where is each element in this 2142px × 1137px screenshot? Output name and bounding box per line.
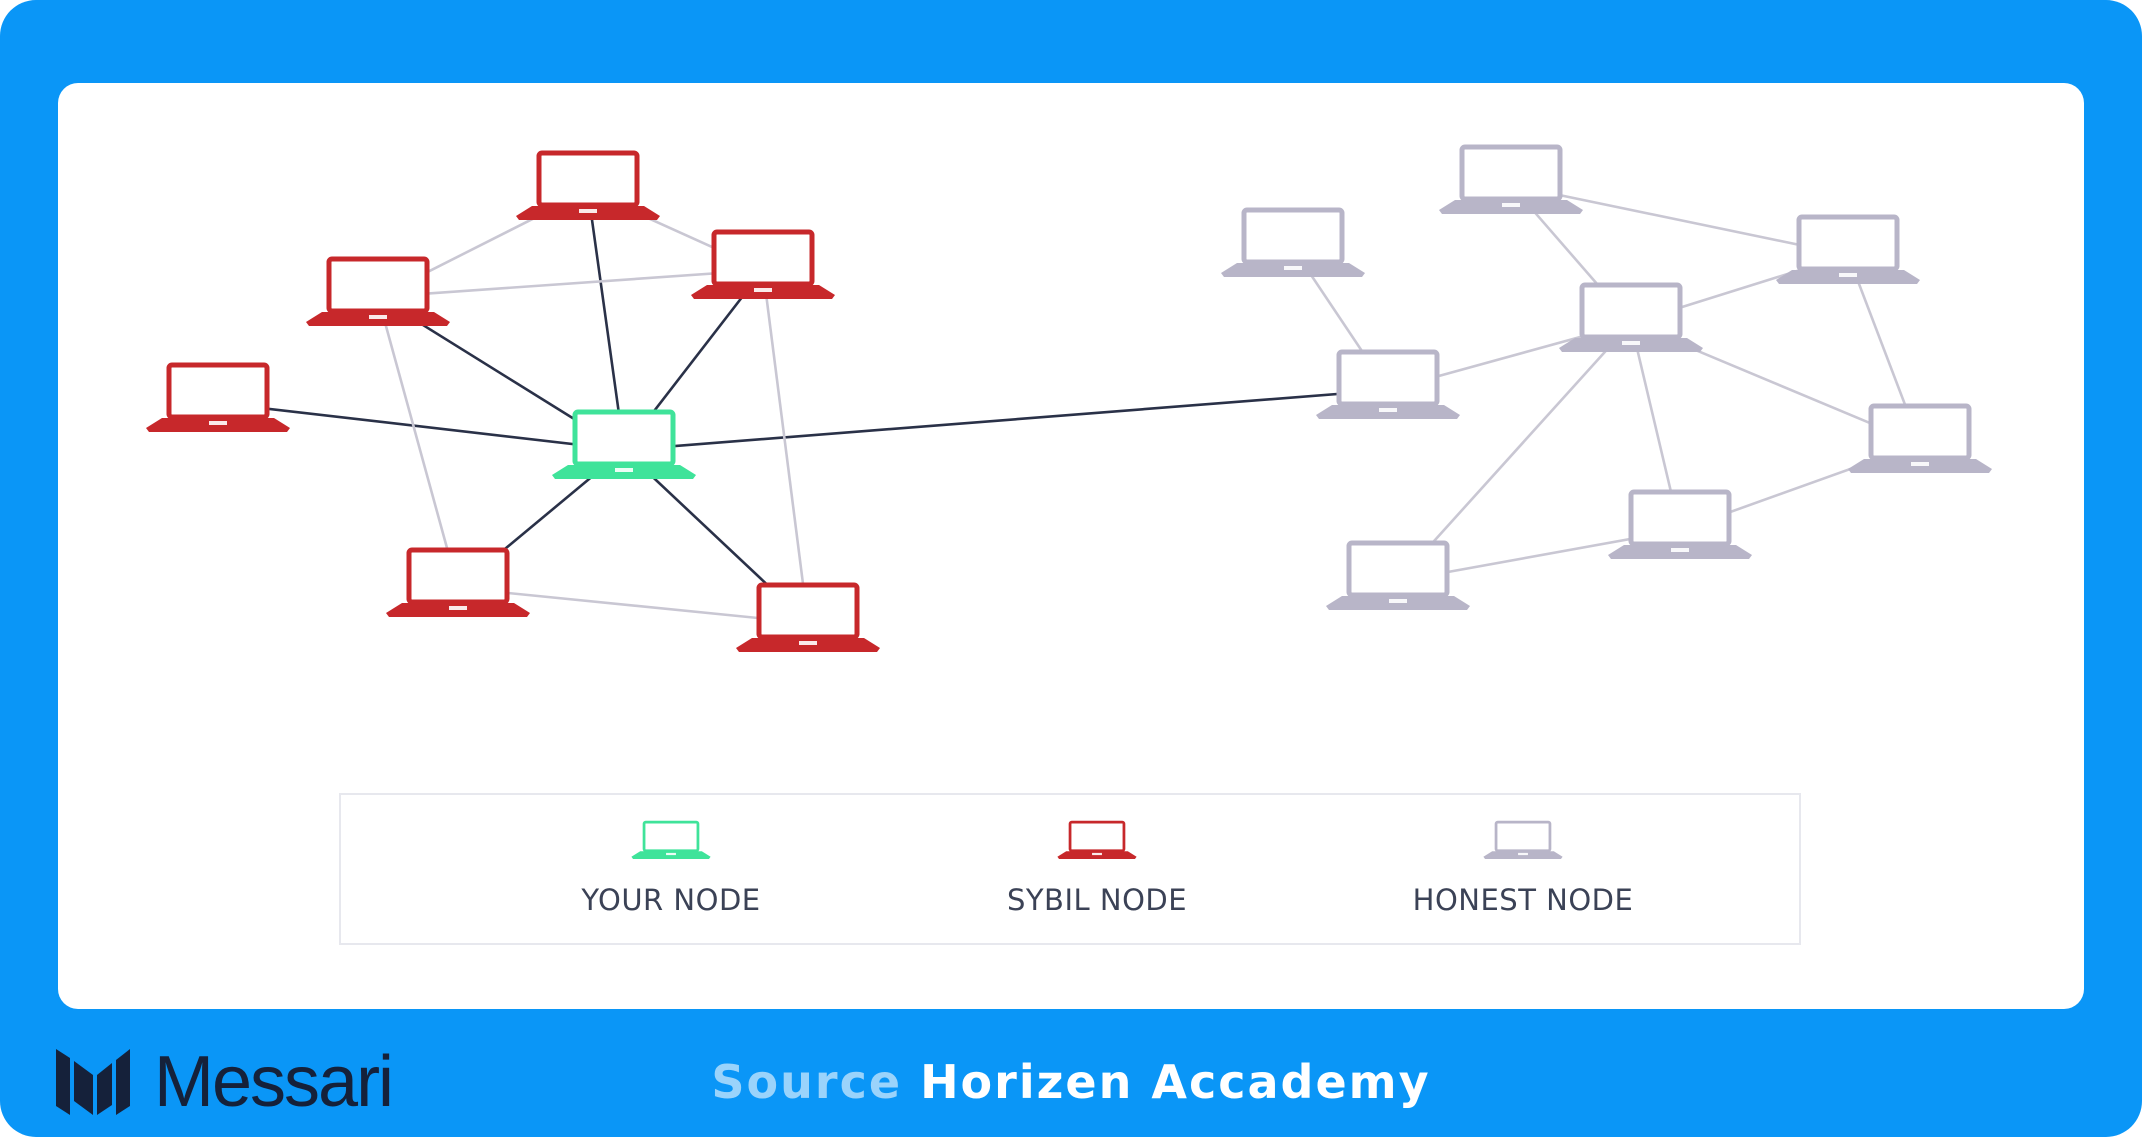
edge-h4-h8: [1397, 322, 1632, 582]
messari-wordmark: Messari: [154, 1042, 394, 1122]
edge-your-s4: [217, 401, 625, 452]
node-sybil-s5: [386, 547, 530, 617]
diagram-panel: YOUR NODE SYBIL NODE HONEST NODE: [58, 83, 2084, 1009]
node-honest-h7: [1608, 489, 1752, 559]
legend-label-sybil-node: SYBIL NODE: [1006, 883, 1188, 917]
laptop-icon: [631, 820, 711, 859]
node-honest-h4: [1559, 282, 1703, 352]
messari-logo: Messari: [56, 1042, 436, 1122]
source-name: Horizen Accademy: [920, 1055, 1431, 1109]
node-honest-h3: [1316, 349, 1460, 419]
legend-item-your-node: YOUR NODE: [521, 795, 821, 943]
legend: YOUR NODE SYBIL NODE HONEST NODE: [339, 793, 1801, 945]
edge-s2-s3: [377, 268, 764, 299]
node-sybil-s2: [306, 256, 450, 326]
node-sybil-s6: [736, 582, 880, 652]
legend-item-sybil-node: SYBIL NODE: [947, 795, 1247, 943]
laptop-icon: [1483, 820, 1563, 859]
edge-s3-s6: [761, 269, 810, 624]
node-honest-h1: [1221, 207, 1365, 277]
source-prefix: Source: [711, 1055, 903, 1109]
node-sybil-s3: [691, 229, 835, 299]
nodes-layer: [146, 144, 1992, 652]
legend-label-honest-node: HONEST NODE: [1412, 883, 1634, 917]
edge-your-s1: [586, 190, 626, 451]
source-caption: Source Horizen Accademy: [0, 1054, 2142, 1110]
node-honest-h5: [1776, 214, 1920, 284]
node-sybil-s1: [516, 150, 660, 220]
network-diagram: [146, 144, 1992, 652]
node-sybil-s4: [146, 362, 290, 432]
node-honest-h8: [1326, 540, 1470, 610]
node-your-your: [552, 409, 696, 479]
edge-s5-s6: [457, 586, 809, 625]
edge-your-h3: [623, 388, 1389, 452]
edge-s2-s5: [376, 296, 460, 589]
laptop-icon: [1057, 820, 1137, 859]
edge-h2-h5: [1510, 183, 1849, 257]
node-honest-h6: [1848, 403, 1992, 473]
legend-label-your-node: YOUR NODE: [581, 883, 761, 917]
legend-item-honest-node: HONEST NODE: [1373, 795, 1673, 943]
messari-mark-icon: [56, 1049, 130, 1115]
node-honest-h2: [1439, 144, 1583, 214]
